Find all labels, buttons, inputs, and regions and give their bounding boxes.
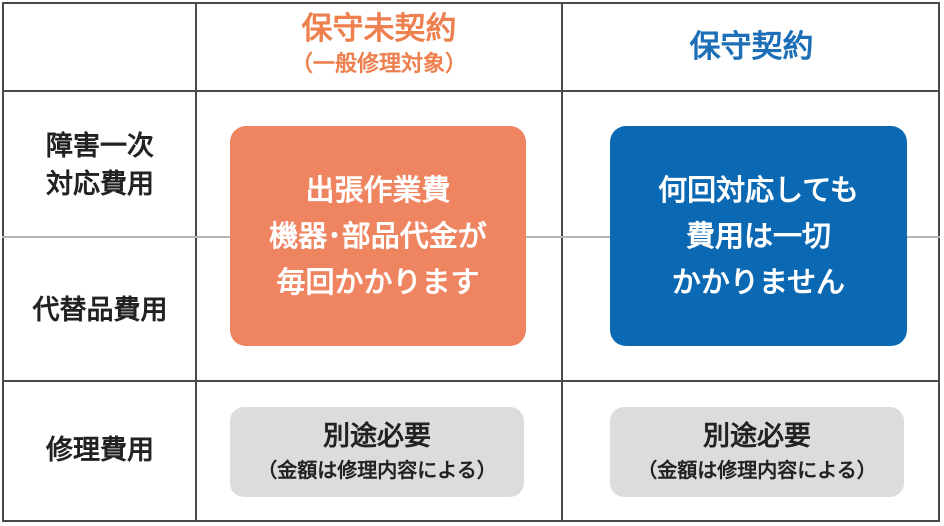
contracted-cost-line: 費用は一切 bbox=[685, 219, 831, 253]
row-label-first-response: 障害一次 対応費用 bbox=[4, 128, 196, 204]
row-divider-repair bbox=[2, 380, 940, 382]
column-header-contracted: 保守契約 bbox=[563, 26, 940, 68]
repair-cost-uncontracted-note: （金額は修理内容による） bbox=[257, 458, 497, 482]
contracted-cost-line: かかりません bbox=[671, 265, 846, 299]
column-title-contracted: 保守契約 bbox=[689, 29, 814, 65]
uncontracted-cost-line: 毎回かかります bbox=[276, 265, 480, 299]
row-label-first-response-line2: 対応費用 bbox=[46, 169, 154, 200]
uncontracted-cost-box: 出張作業費 機器･部品代金が 毎回かかります bbox=[230, 126, 526, 346]
uncontracted-cost-line: 出張作業費 bbox=[305, 173, 451, 207]
column-header-uncontracted: 保守未契約 （一般修理対象） bbox=[197, 8, 561, 80]
repair-cost-uncontracted-main: 別途必要 bbox=[323, 421, 431, 452]
column-divider-1 bbox=[195, 2, 197, 522]
row-label-replacement: 代替品費用 bbox=[4, 292, 196, 330]
repair-cost-contracted: 別途必要 （金額は修理内容による） bbox=[610, 407, 904, 497]
column-title-uncontracted: 保守未契約 bbox=[301, 11, 457, 47]
repair-cost-uncontracted: 別途必要 （金額は修理内容による） bbox=[230, 407, 524, 497]
contracted-cost-box: 何回対応しても 費用は一切 かかりません bbox=[610, 126, 907, 346]
uncontracted-cost-line: 機器･部品代金が bbox=[269, 219, 487, 253]
row-label-replacement-text: 代替品費用 bbox=[32, 295, 168, 326]
column-subtitle-uncontracted: （一般修理対象） bbox=[290, 52, 467, 77]
row-label-repair-text: 修理費用 bbox=[46, 435, 154, 466]
row-label-first-response-line1: 障害一次 bbox=[46, 131, 154, 162]
repair-cost-contracted-main: 別途必要 bbox=[703, 421, 811, 452]
contracted-cost-line: 何回対応しても bbox=[658, 173, 859, 207]
repair-cost-contracted-note: （金額は修理内容による） bbox=[637, 458, 877, 482]
row-divider-header bbox=[2, 90, 940, 92]
column-divider-2 bbox=[561, 2, 563, 522]
row-label-repair: 修理費用 bbox=[4, 432, 196, 470]
